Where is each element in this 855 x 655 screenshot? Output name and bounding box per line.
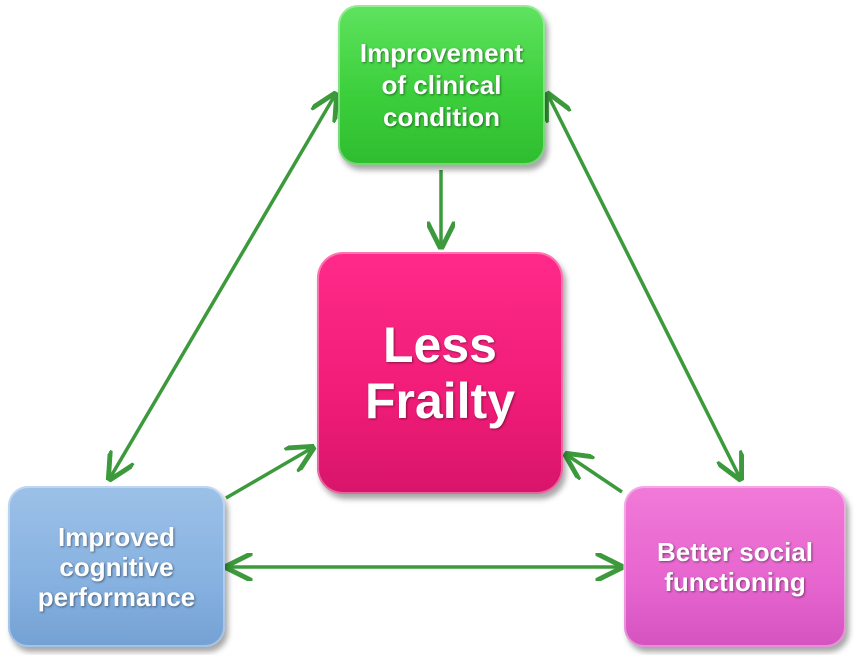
arrow-left-to-center [225, 448, 312, 500]
node-top-label: Improvement of clinical condition [359, 38, 524, 132]
arrow-top-left [110, 95, 335, 478]
node-better-social-functioning: Better social functioning [624, 486, 846, 647]
node-left-label: Improved cognitive performance [37, 521, 196, 612]
node-less-frailty: Less Frailty [317, 252, 563, 494]
node-improvement-of-clinical-condition: Improvement of clinical condition [338, 5, 545, 165]
node-improved-cognitive-performance: Improved cognitive performance [8, 486, 225, 647]
node-center-label: Less Frailty [364, 317, 516, 429]
arrow-top-right [548, 95, 740, 478]
node-right-label: Better social functioning [656, 536, 814, 597]
arrow-right-to-center [567, 455, 623, 494]
